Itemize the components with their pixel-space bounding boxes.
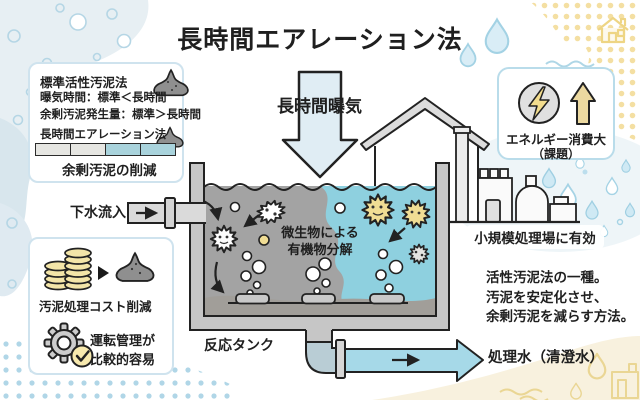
cost-label: 汚泥処理コスト削減 [39,300,152,314]
flow-arrows [197,197,406,294]
aeration-time-line: 曝気時間：標準＜長時間 [40,92,167,104]
aeration-arrow-label: 長時間曝気 [277,97,362,116]
description-line3: 余剰汚泥を減らす方法。 [486,309,635,324]
decor-bubbles [6,3,132,289]
process-line1: 微生物による [281,225,359,240]
cost-box-icons [43,247,155,368]
air-diffusers [228,293,408,305]
decor-yellow-lineart [499,352,639,400]
microbe-white-gear [209,224,239,254]
method-description: 活性汚泥法の一種。 汚泥を安定化させ、 余剰汚泥を減らす方法。 [486,268,634,327]
microbe-yellow-spiky [398,196,434,232]
check-icon [70,344,94,368]
outflow-label: 処理水（清澄水） [488,350,604,366]
sludge-pile-icon [115,252,155,282]
microbe-white-oval [252,195,290,229]
up-arrow-icon [570,82,596,125]
bar-segment [36,144,71,155]
sludge-reduction-caption: 余剰汚泥の削減 [62,163,157,178]
treatment-plant [449,168,580,224]
extended-method-heading: 長時間エアレーション法 [40,129,167,141]
decor-cream-wave [372,336,640,400]
ease-line2: 比較的容易 [90,352,156,367]
inflow-pipe [127,197,206,229]
bar-segment [106,144,141,155]
plant-note: 小規模処理場に有効 [466,225,604,249]
process-line2: 有機物分解 [287,242,353,257]
plant-chimney [453,126,471,223]
comparison-box: 標準活性汚泥法 曝気時間：標準＜長時間 余剰汚泥発生量：標準＞長時間 長時間エア… [28,62,201,183]
description-line1: 活性汚泥法の一種。 [486,270,608,285]
process-label: 微生物による 有機物分解 [270,224,370,258]
standard-method-heading: 標準活性汚泥法 [40,76,128,90]
energy-box-title: エネルギー消費大 [505,133,606,147]
air-bubbles [229,201,404,301]
energy-box-icons [518,82,596,125]
comparison-box-icons [153,69,189,148]
gear-icon [43,322,85,364]
decor-right-drops [541,155,636,238]
tank-label: 反応タンク [204,337,274,353]
cost-box: 汚泥処理コスト削減 運転管理が 比較的容易 [28,237,174,375]
microbe-yellow-gear [361,193,395,227]
bar-segment [71,144,106,155]
inflow-label: 下水流入 [70,204,126,220]
description-line2: 汚泥を安定化させ、 [486,289,608,305]
house-icon [597,16,629,44]
bar-segment [141,144,175,155]
page-title: 長時間エアレーション法 [177,26,463,54]
sludge-output-line: 余剰汚泥発生量：標準＞長時間 [40,109,201,121]
microbe-gray-small [408,243,430,265]
coin-stack-icon [44,247,92,291]
house-roof [360,97,490,151]
energy-box-subtitle: （課題） [531,147,580,161]
lightning-icon [518,82,560,124]
ease-line1: 運転管理が [90,333,156,348]
water-surface [203,183,437,191]
outlet-pipe [305,329,484,382]
energy-box: エネルギー消費大 （課題） [497,67,615,161]
aeration-bar-chart [35,143,176,156]
reduce-to-icon [98,266,109,280]
microbes [209,193,434,265]
aeration-down-arrow [281,70,359,179]
